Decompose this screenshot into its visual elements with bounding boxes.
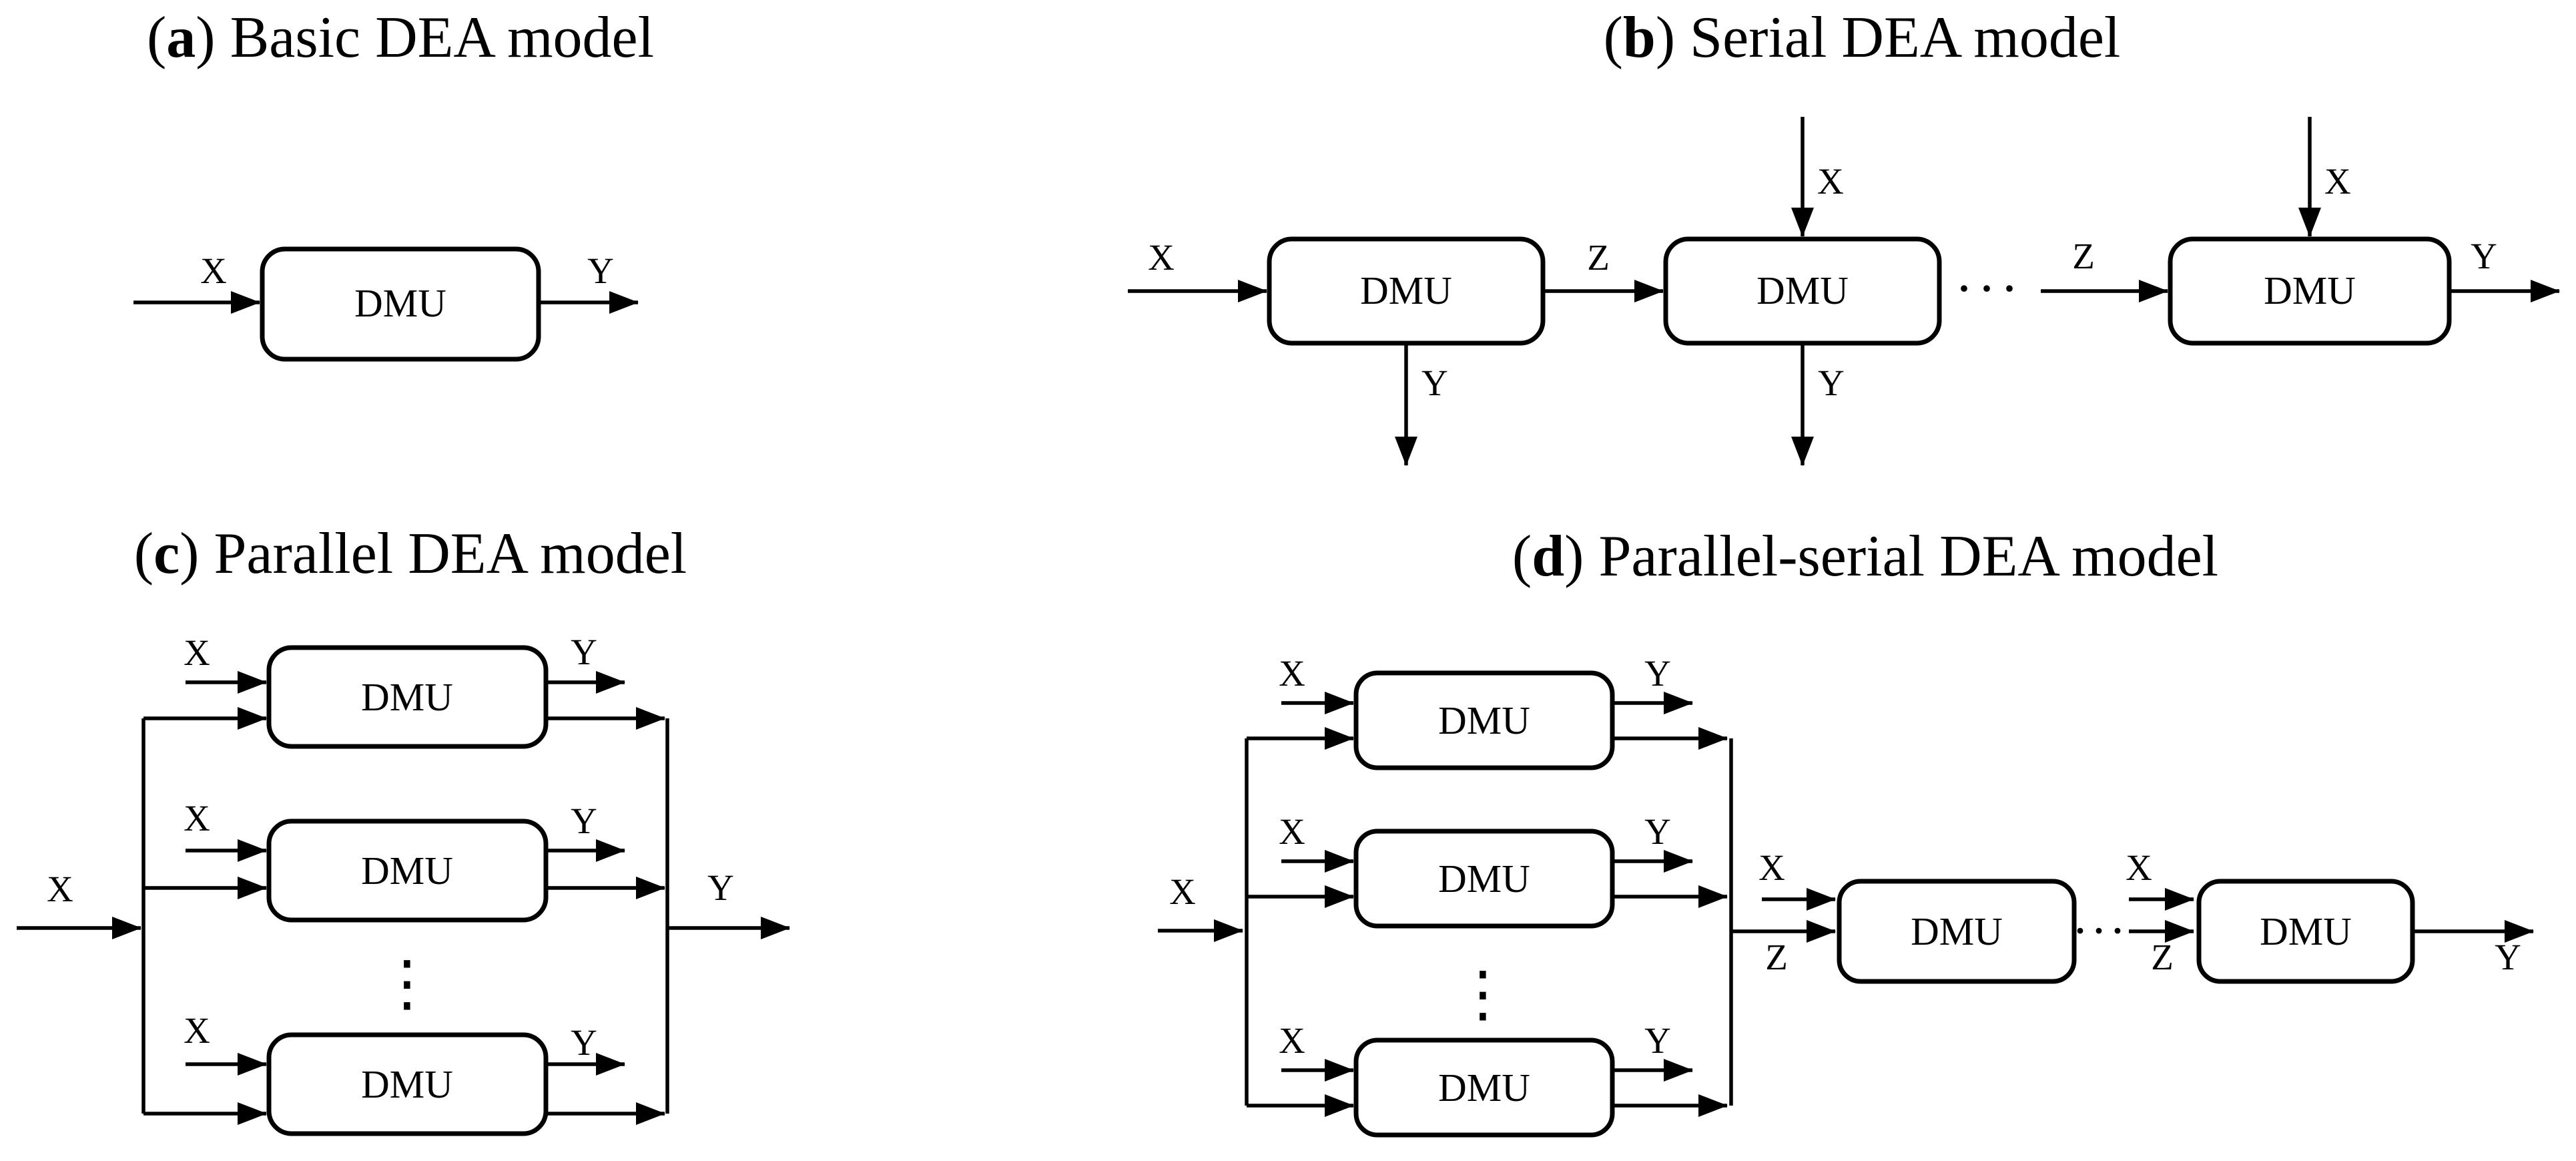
dmu-box — [1353, 829, 1615, 929]
dmu-label: DMU — [361, 675, 453, 719]
dmu-label: DMU — [1438, 698, 1530, 742]
ellipsis-horizontal: ··· — [1957, 266, 2025, 310]
x-label: X — [2324, 161, 2351, 202]
y-label: Y — [1644, 1020, 1671, 1061]
dmu-label: DMU — [361, 1062, 453, 1106]
dmu-box — [1353, 670, 1615, 770]
dmu-label: DMU — [1756, 268, 1849, 312]
dmu-label: DMU — [1438, 1066, 1530, 1110]
y-label: Y — [1818, 363, 1845, 403]
dmu-label: DMU — [2260, 909, 2352, 953]
x-label: X — [1279, 811, 1305, 852]
x-label: X — [184, 1010, 210, 1051]
panel-b-title: (b) Serial DEA model — [1604, 5, 2121, 70]
x-label: X — [47, 869, 73, 909]
z-label: Z — [1587, 237, 1610, 278]
y-label: Y — [2495, 937, 2521, 977]
panel-d-parallel-serial: (d) Parallel-serial DEA model X X DMU Y … — [1158, 524, 2534, 1138]
panel-a-title: (a) Basic DEA model — [147, 5, 654, 70]
y-label: Y — [1644, 653, 1671, 694]
dmu-label: DMU — [354, 281, 446, 325]
y-label: Y — [587, 250, 614, 291]
dmu-label: DMU — [2264, 268, 2356, 312]
x-label: X — [1817, 161, 1844, 202]
x-label: X — [184, 632, 210, 673]
dmu-label: DMU — [1438, 857, 1530, 901]
dmu-box — [266, 1032, 549, 1136]
y-label: Y — [571, 632, 597, 672]
ellipsis-horizontal: ··· — [2074, 911, 2130, 951]
x-label: X — [1279, 1020, 1305, 1061]
dmu-label: DMU — [1911, 909, 2003, 953]
z-label: Z — [1765, 937, 1788, 977]
dmu-box — [266, 645, 549, 749]
x-label: X — [1169, 871, 1196, 912]
y-label: Y — [1421, 363, 1448, 403]
dmu-label: DMU — [1360, 268, 1452, 312]
dmu-box — [266, 819, 549, 923]
panel-a-basic: (a) Basic DEA model X DMU Y — [133, 5, 654, 362]
x-label: X — [2126, 847, 2152, 888]
y-label: Y — [2471, 236, 2497, 276]
panel-d-title: (d) Parallel-serial DEA model — [1512, 524, 2218, 589]
y-label: Y — [571, 1022, 597, 1063]
dmu-label: DMU — [361, 849, 453, 893]
panel-c-title: (c) Parallel DEA model — [134, 521, 687, 586]
dmu-box — [1837, 879, 2077, 984]
ellipsis-vertical: ⋮ — [376, 949, 438, 1017]
panel-c-parallel: (c) Parallel DEA model X X DMU Y X DMU Y… — [17, 521, 790, 1136]
x-label: X — [184, 798, 210, 839]
y-label: Y — [571, 800, 597, 841]
y-label: Y — [707, 867, 734, 908]
ellipsis-vertical: ⋮ — [1452, 960, 1514, 1028]
panel-b-serial: (b) Serial DEA model X DMU Y Z X DMU Y ·… — [1128, 5, 2560, 466]
x-label: X — [200, 250, 227, 291]
y-label: Y — [1644, 811, 1671, 852]
x-label: X — [1148, 237, 1175, 278]
z-label: Z — [2072, 236, 2095, 276]
z-label: Z — [2151, 937, 2174, 977]
x-label: X — [1758, 847, 1785, 888]
dmu-box — [1353, 1037, 1615, 1138]
x-label: X — [1279, 653, 1305, 694]
